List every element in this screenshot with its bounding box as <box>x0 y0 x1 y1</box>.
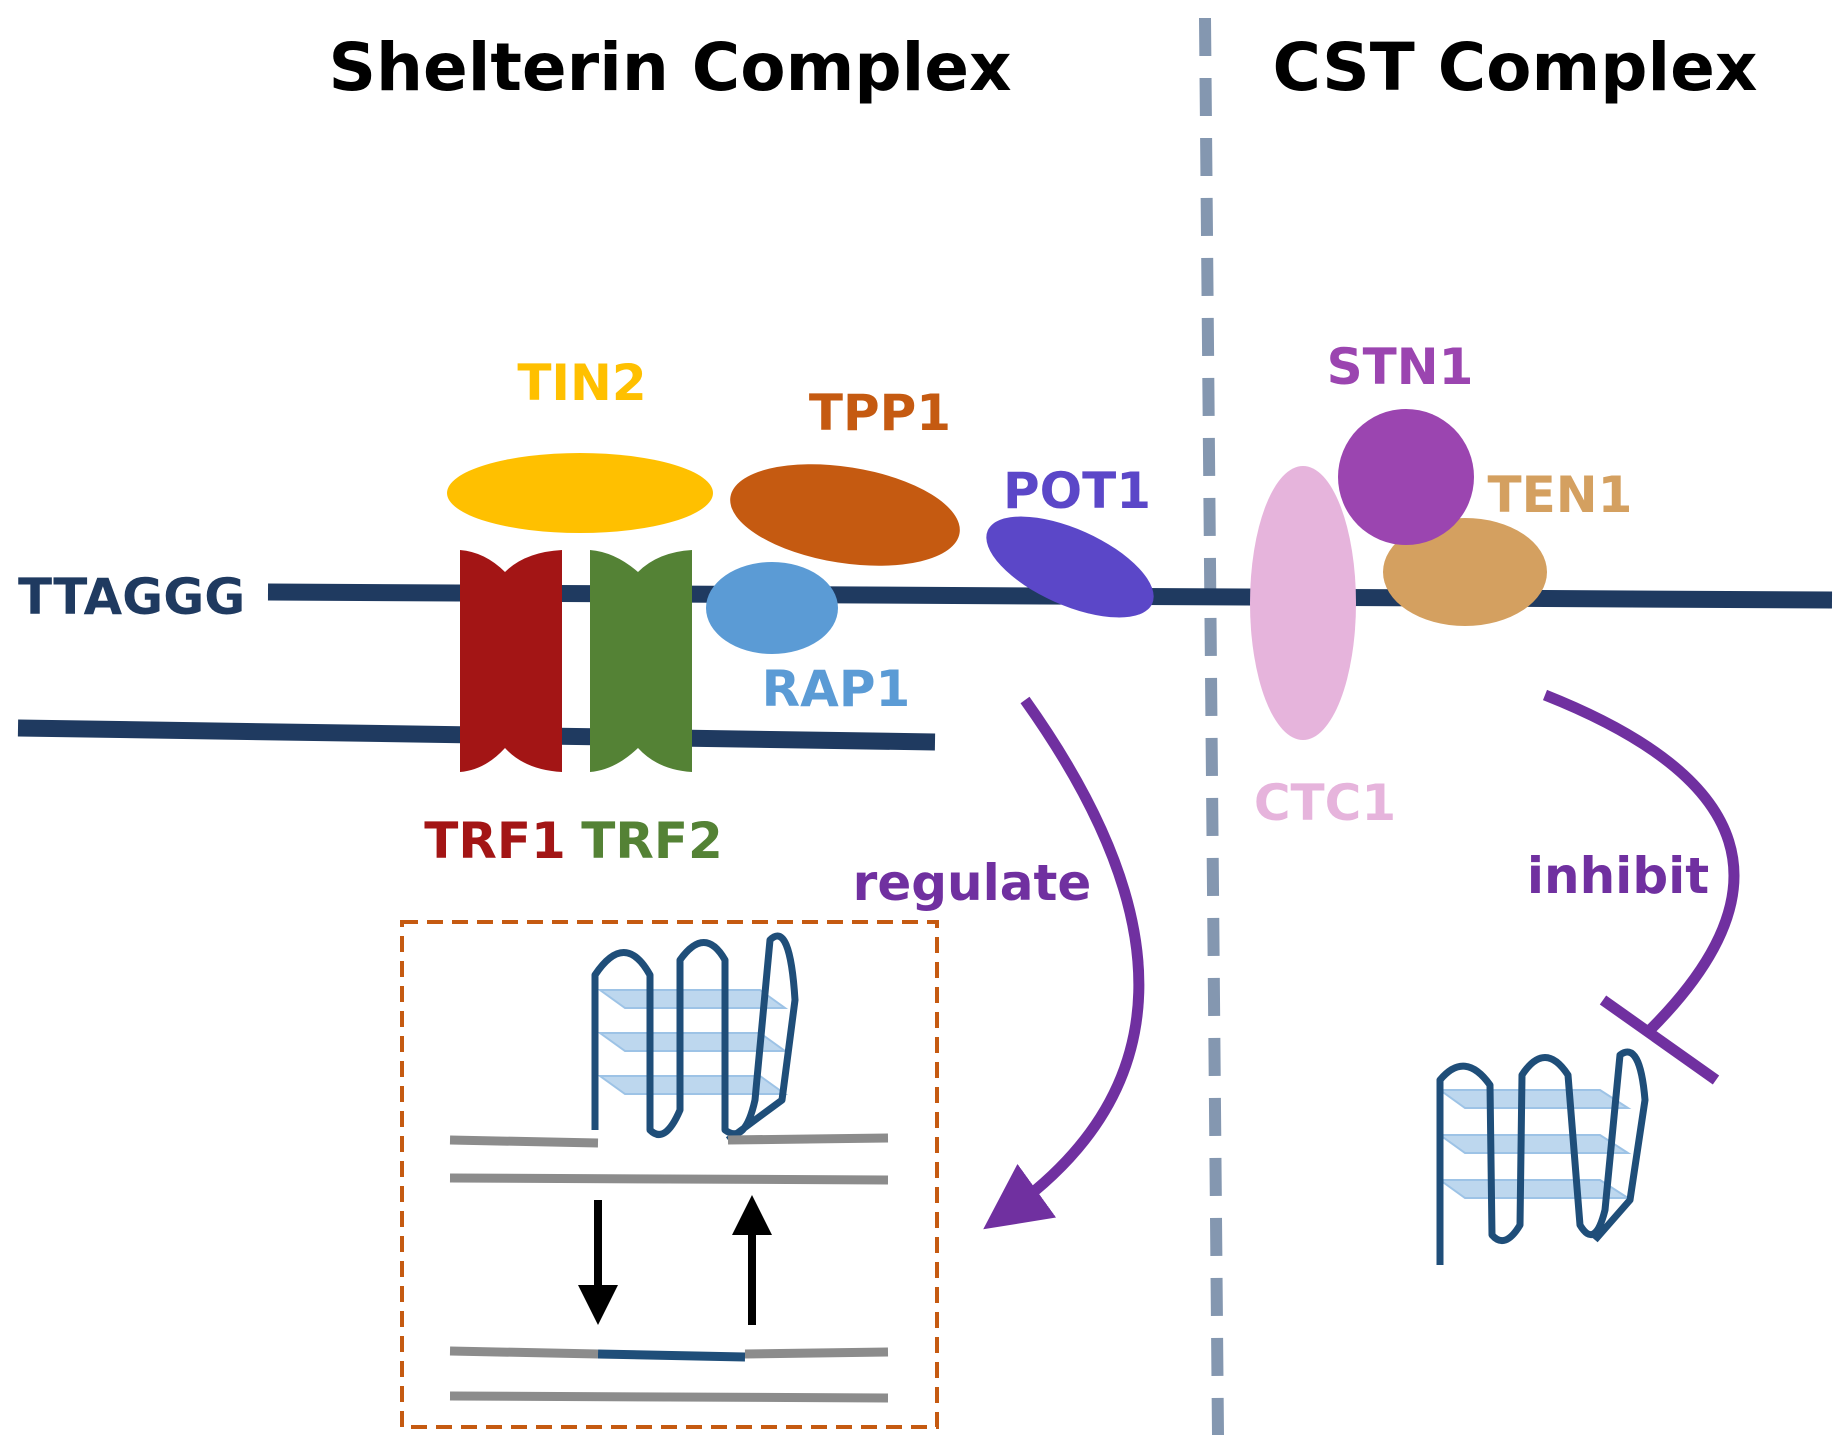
ctc1-shape <box>1250 466 1356 740</box>
gquad-right-plane-2 <box>1436 1134 1632 1154</box>
gquad-in-box <box>449 932 889 1185</box>
gquad-upper-strand-left <box>449 1135 599 1148</box>
gquad-lower-strand <box>449 1173 889 1185</box>
inhibit-line <box>1542 689 1740 1034</box>
cst-title: CST Complex <box>1273 29 1758 106</box>
gquad-strand <box>591 932 799 1143</box>
regulate-arrow <box>983 696 1145 1230</box>
gquad-upper-strand-right <box>727 1133 889 1145</box>
stn1-shape <box>1338 409 1474 545</box>
rap1-label: RAP1 <box>762 660 911 718</box>
ten1-label: TEN1 <box>1488 466 1633 524</box>
gquad-right-plane-3 <box>1436 1179 1632 1199</box>
gquad-plane-1 <box>596 989 789 1009</box>
gquad-equilibrium-box <box>400 920 939 1429</box>
tpp1-shape <box>730 464 960 566</box>
tin2-shape <box>447 453 713 533</box>
ten1-shape <box>1383 518 1547 626</box>
gquad-inhibited <box>1436 1048 1649 1265</box>
shelterin-title: Shelterin Complex <box>328 29 1011 106</box>
ttaggg-label: TTAGGG <box>18 568 245 626</box>
tin2-label: TIN2 <box>517 354 646 412</box>
linear-lower-strand <box>449 1391 889 1403</box>
regulate-label: regulate <box>853 854 1092 912</box>
ctc1-label: CTC1 <box>1254 774 1396 832</box>
linear-strand-left <box>449 1346 599 1359</box>
trf2-label: TRF2 <box>581 812 723 870</box>
pot1-label: POT1 <box>1003 462 1151 520</box>
inhibit-bar <box>1599 995 1720 1085</box>
trf1-label: TRF1 <box>424 812 566 870</box>
inhibit-label: inhibit <box>1527 847 1709 905</box>
linear-strand-g-segment <box>597 1349 746 1362</box>
gquad-right-plane-1 <box>1436 1089 1632 1109</box>
trf2-shape <box>590 550 692 772</box>
rap1-shape <box>706 562 838 654</box>
trf1-shape <box>460 550 562 772</box>
gquad-right-strand <box>1436 1048 1649 1265</box>
divider-line <box>1199 17 1224 1436</box>
tpp1-label: TPP1 <box>809 384 951 442</box>
linear-strand-right <box>744 1347 889 1359</box>
pot1-shape <box>986 516 1154 618</box>
stn1-label: STN1 <box>1327 338 1474 396</box>
